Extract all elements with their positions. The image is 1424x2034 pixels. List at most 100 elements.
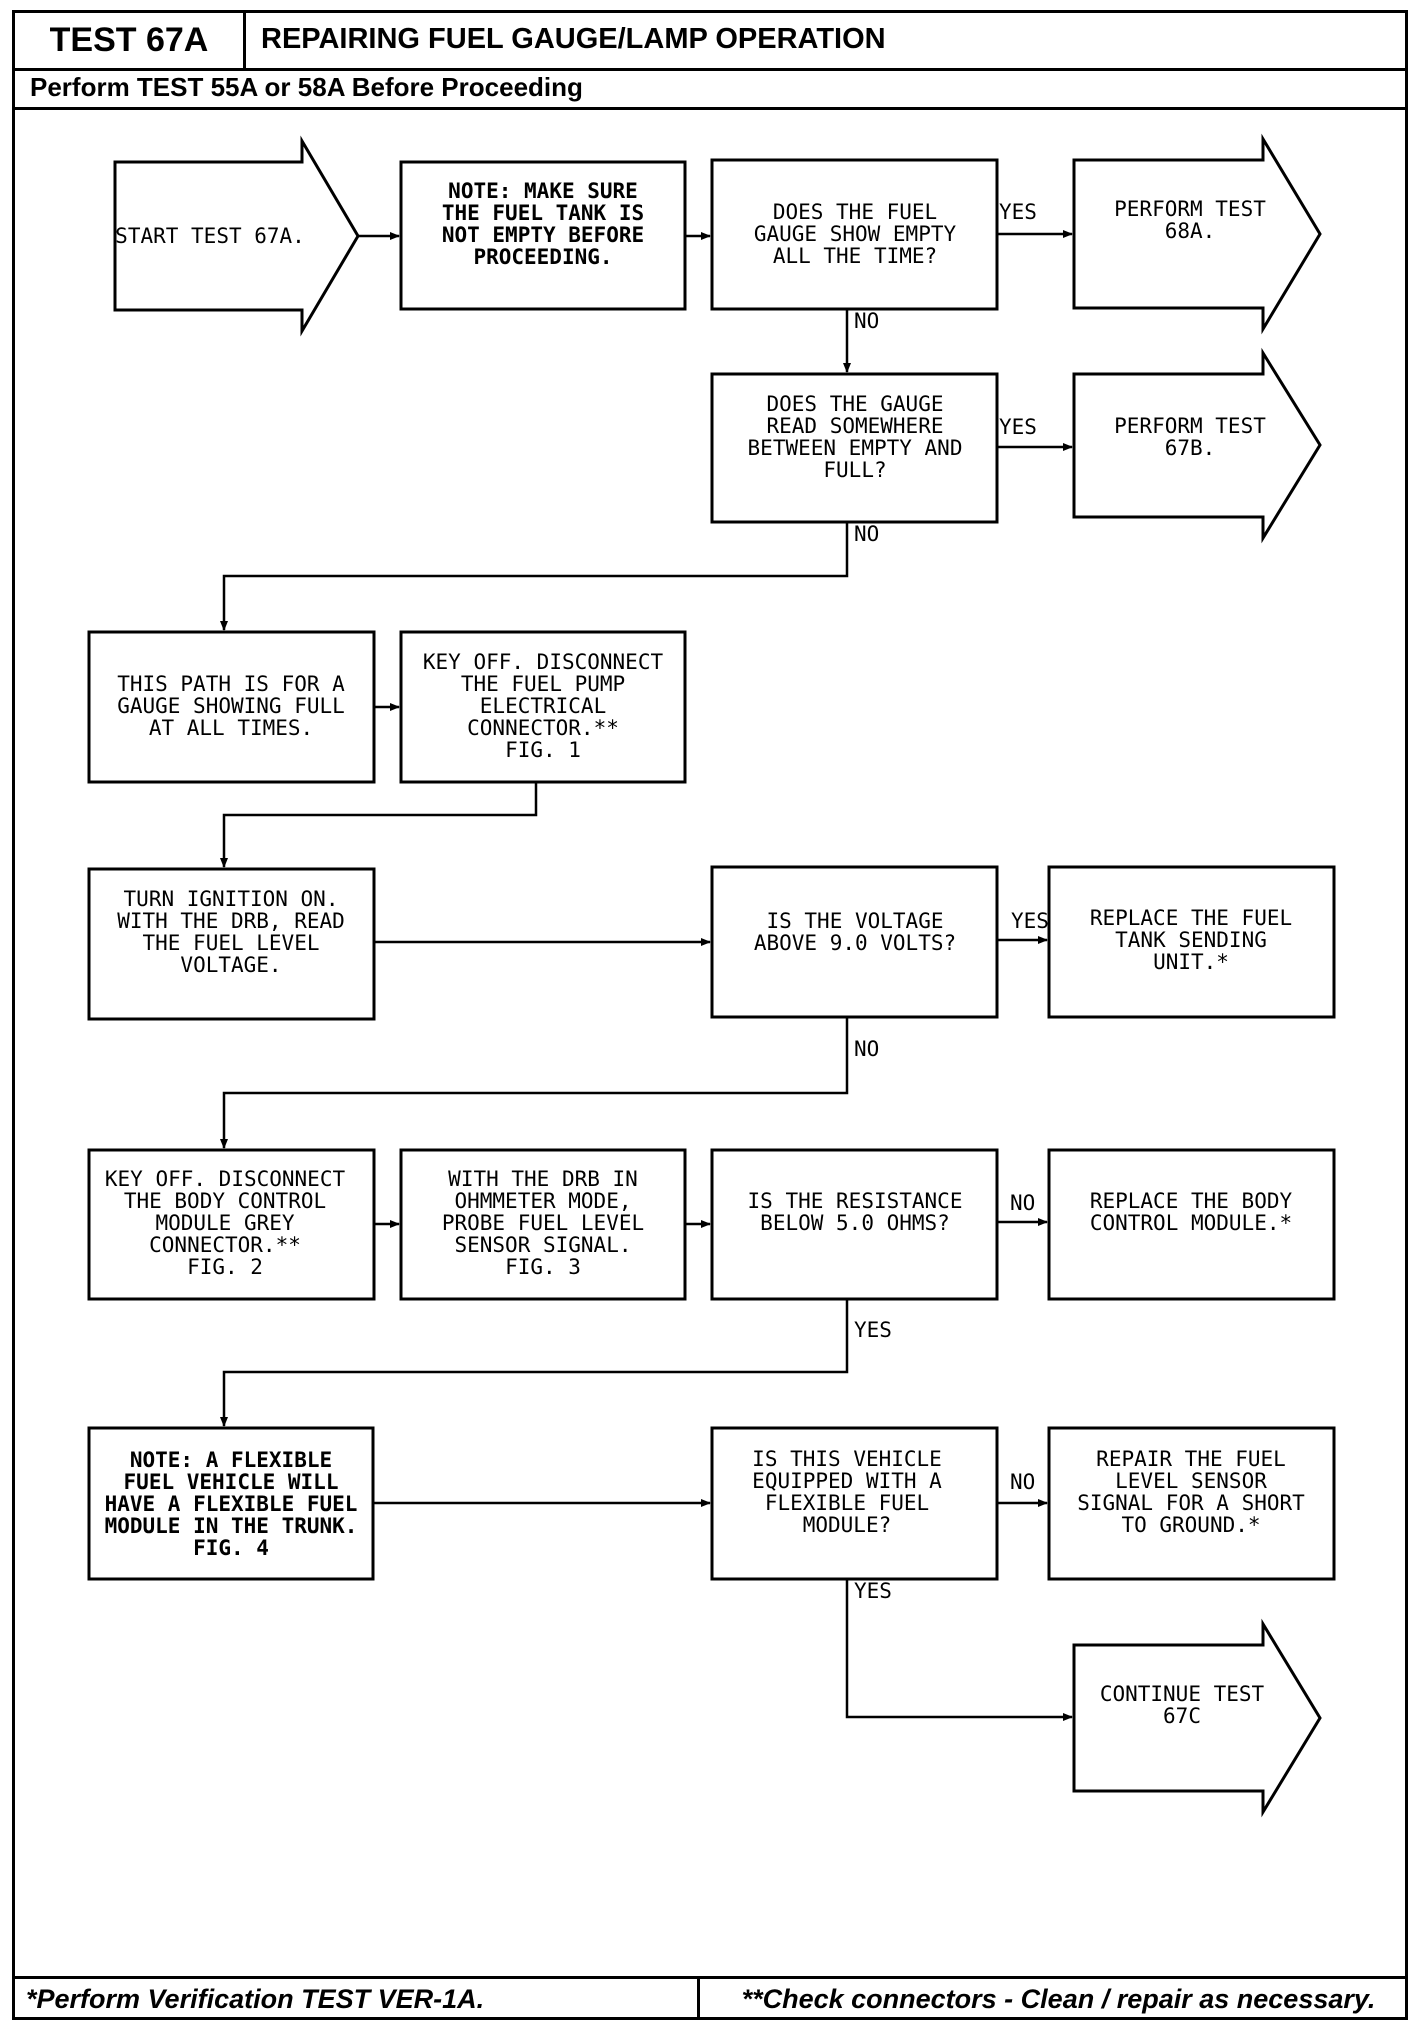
label-voltage-no: NO (854, 1037, 879, 1061)
label-resistance-yes: YES (854, 1318, 892, 1342)
node-text-line: VOLTAGE. (180, 953, 281, 977)
edge-flex-yes (845, 1579, 1073, 1721)
node-text-line: THE FUEL PUMP (461, 672, 625, 696)
node-text-line: MODULE? (803, 1513, 892, 1537)
node-text-line: PERFORM TEST (1114, 414, 1266, 438)
label-resistance-no: NO (1010, 1191, 1035, 1215)
node-text-line: ABOVE 9.0 VOLTS? (754, 931, 956, 955)
edge-resistance-yes (220, 1299, 849, 1427)
node-text-line: FIG. 2 (187, 1255, 263, 1279)
page-title: REPAIRING FUEL GAUGE/LAMP OPERATION (243, 10, 1408, 71)
node-text-line: THE FUEL TANK IS (442, 201, 644, 225)
node-text-line: UNIT.* (1153, 950, 1229, 974)
edge-between-no (220, 522, 849, 631)
node-text-line: CONNECTOR.** (149, 1233, 301, 1257)
node-text-line: CONTINUE TEST (1100, 1682, 1265, 1706)
node-text-line: FLEXIBLE FUEL (765, 1491, 929, 1515)
node-text-line: WITH THE DRB, READ (117, 909, 345, 933)
label-flex-no: NO (1010, 1470, 1035, 1494)
node-text-line: KEY OFF. DISCONNECT (423, 650, 664, 674)
node-text-line: DOES THE FUEL (773, 200, 937, 224)
node-text-line: TURN IGNITION ON. (124, 887, 339, 911)
footer: *Perform Verification TEST VER-1A. **Che… (12, 1976, 1408, 2020)
node-text-line: PROCEEDING. (473, 245, 612, 269)
footer-connectors-note: **Check connectors - Clean / repair as n… (741, 1984, 1376, 2014)
node-text-line: FUEL VEHICLE WILL (124, 1470, 339, 1494)
node-text-line: IS THIS VEHICLE (752, 1447, 942, 1471)
node-text-line: PROBE FUEL LEVEL (442, 1211, 644, 1235)
node-text-line: FIG. 1 (505, 738, 581, 762)
node-text-line: TANK SENDING (1115, 928, 1267, 952)
node-text-line: MODULE IN THE TRUNK. (105, 1514, 358, 1538)
node-text-line: LEVEL SENSOR (1115, 1469, 1267, 1493)
node-text-line: FIG. 3 (505, 1255, 581, 1279)
start-node-text: START TEST 67A. (115, 224, 305, 248)
node-text-line: FULL? (823, 458, 886, 482)
label-empty-no: NO (854, 309, 879, 333)
node-text-line: REPAIR THE FUEL (1096, 1447, 1286, 1471)
edge-keyoff-ignition (220, 782, 538, 868)
page-frame (12, 10, 1408, 2020)
node-text-line: START TEST 67A. (115, 224, 305, 248)
node-text-line: THE BODY CONTROL (124, 1189, 326, 1213)
label-between-no: NO (854, 522, 879, 546)
node-text-line: THIS PATH IS FOR A (117, 672, 345, 696)
footer-verification-note: *Perform Verification TEST VER-1A. (26, 1984, 485, 2014)
node-text-line: THE FUEL LEVEL (142, 931, 319, 955)
footer-divider (697, 1979, 700, 2020)
node-text-line: WITH THE DRB IN (448, 1167, 638, 1191)
node-text-line: FIG. 4 (193, 1536, 269, 1560)
label-between-yes: YES (999, 415, 1037, 439)
node-text-line: ELECTRICAL (480, 694, 606, 718)
test-id-header: TEST 67A (12, 10, 246, 71)
node-text-line: PERFORM TEST (1114, 197, 1266, 221)
node-text-line: REPLACE THE BODY (1090, 1189, 1293, 1213)
node-text-line: CONTROL MODULE.* (1090, 1211, 1292, 1235)
node-text-line: 67B. (1165, 436, 1216, 460)
label-empty-yes: YES (999, 200, 1037, 224)
node-text-line: GAUGE SHOWING FULL (117, 694, 345, 718)
node-text-line: BELOW 5.0 OHMS? (760, 1211, 950, 1235)
node-text-line: 67C (1163, 1704, 1201, 1728)
start-node: START TEST 67A. (113, 135, 360, 337)
node-text-line: EQUIPPED WITH A (752, 1469, 942, 1493)
node-text-line: DOES THE GAUGE (766, 392, 943, 416)
node-text-line: GAUGE SHOW EMPTY (754, 222, 957, 246)
node-text-line: KEY OFF. DISCONNECT (105, 1167, 346, 1191)
node-text-line: CONNECTOR.** (467, 716, 619, 740)
node-text-line: NOT EMPTY BEFORE (442, 223, 644, 247)
